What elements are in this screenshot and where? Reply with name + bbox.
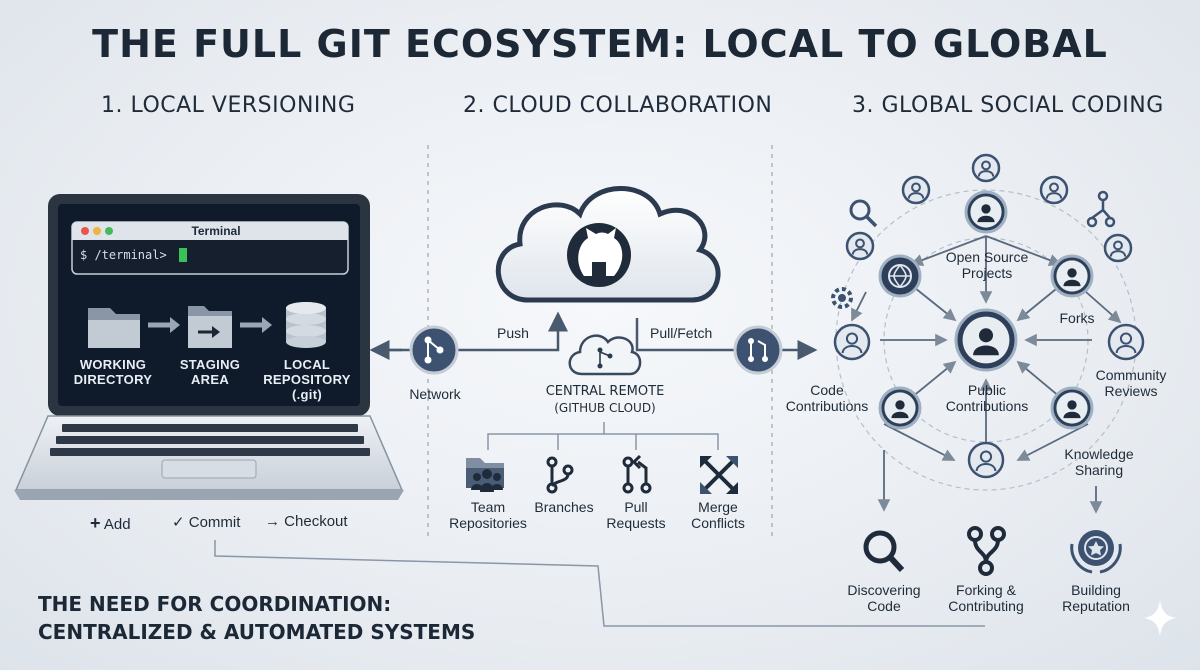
person-node-icon [971, 153, 1001, 183]
github-cloud [495, 186, 721, 303]
terminal-title: Terminal [191, 224, 241, 238]
globe-node-icon [878, 254, 922, 298]
reputation-badge-icon [1070, 530, 1122, 574]
person-node-icon [1103, 233, 1133, 263]
person-node-icon [1050, 254, 1094, 298]
forks-label: Forks [1059, 310, 1095, 326]
central-remote-label: CENTRAL REMOTE(GITHUB CLOUD) [545, 384, 665, 415]
section-global-title: 3. GLOBAL SOCIAL CODING [852, 93, 1164, 118]
check-icon: ✓ [172, 514, 185, 531]
person-node-icon [901, 175, 931, 205]
pull-fetch-label: Pull/Fetch [650, 325, 713, 341]
page-title: THE FULL GIT ECOSYSTEM: LOCAL TO GLOBAL [92, 22, 1108, 66]
discovering-code-search-icon [863, 530, 905, 573]
person-node-icon [954, 308, 1018, 372]
search-icon [849, 199, 878, 228]
gear-icon [831, 287, 853, 309]
commit-command[interactable]: ✓ Commit [172, 514, 241, 531]
central-remote-cloud [568, 334, 642, 376]
team-repositories-icon [466, 458, 504, 492]
person-node-icon [964, 190, 1008, 234]
forking-contributing-label: Forking &Contributing [948, 582, 1024, 614]
person-node-icon [878, 386, 922, 430]
merge-conflicts-icon [700, 456, 738, 494]
staging-folder-icon [188, 306, 232, 348]
branches-icon [546, 456, 574, 494]
git-branch-icon [1086, 190, 1116, 228]
section-local-title: 1. LOCAL VERSIONING [101, 93, 356, 118]
section-cloud-title: 2. CLOUD COLLABORATION [463, 93, 773, 118]
add-command[interactable]: + Add [90, 513, 131, 533]
arrow-right-icon: → [265, 513, 280, 530]
coordination-heading: THE NEED FOR COORDINATION:CENTRALIZED & … [38, 592, 476, 644]
laptop [14, 194, 404, 500]
branches-label: Branches [534, 499, 594, 515]
person-node-icon [845, 231, 875, 261]
plus-icon: + [90, 513, 101, 533]
person-node-icon [833, 323, 871, 361]
person-node-icon [1050, 386, 1094, 430]
terminal-prompt[interactable]: $ /terminal> [80, 248, 167, 262]
checkout-command[interactable]: → Checkout [265, 513, 348, 530]
folder-icon [88, 308, 140, 348]
pull-node-icon [733, 325, 783, 375]
push-label: Push [497, 325, 529, 341]
sparkle-icon [1144, 600, 1176, 636]
person-node-icon [967, 441, 1005, 479]
forking-icon [967, 526, 1006, 576]
network-label: Network [409, 386, 461, 402]
person-node-icon [1039, 175, 1069, 205]
network-node-icon [409, 325, 459, 375]
pull-requests-icon [622, 454, 652, 494]
database-icon [286, 302, 326, 348]
person-node-icon [1107, 323, 1145, 361]
